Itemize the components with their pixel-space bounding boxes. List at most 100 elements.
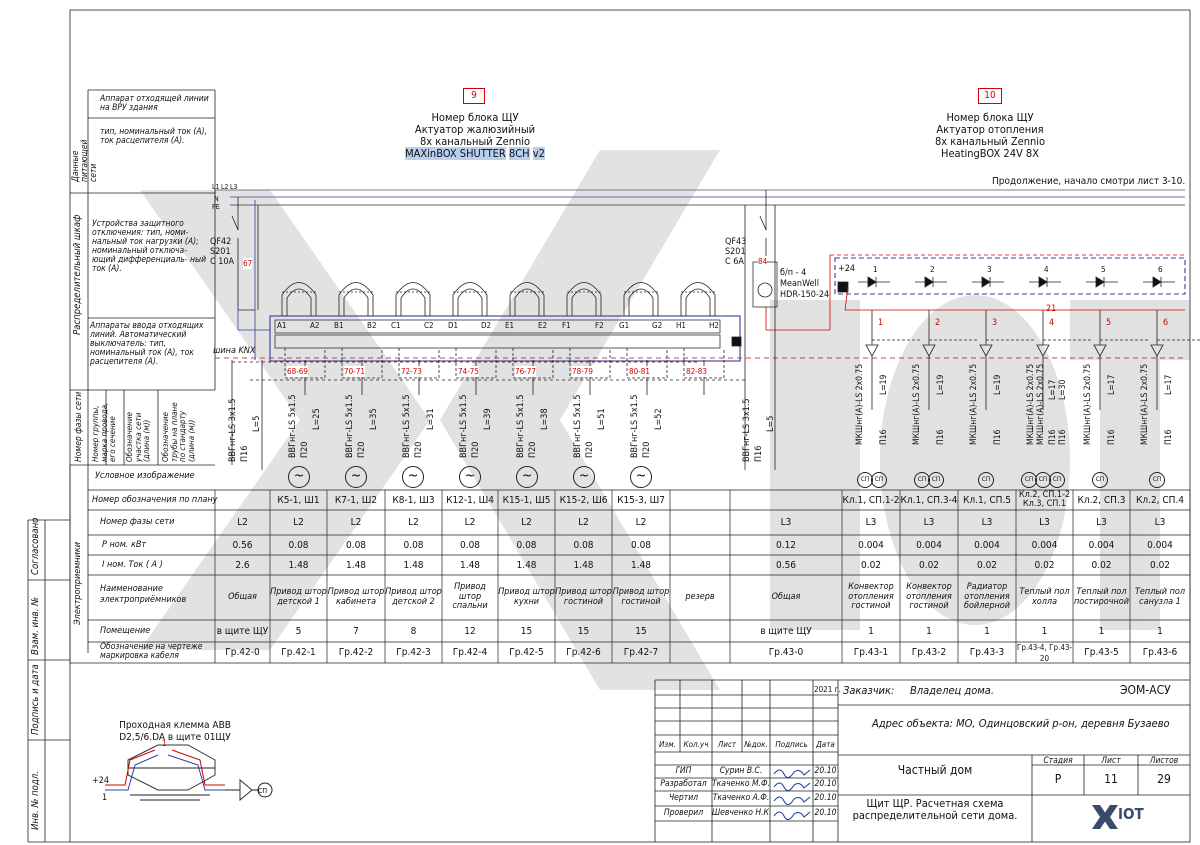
stamp-person-2-role: Чертил [668, 793, 699, 803]
terminal-sp: СП [258, 787, 268, 795]
block-9-line3: 8х канальный Zennio [419, 135, 531, 148]
stamp-person-0-date: 20.10 [814, 766, 837, 776]
sp-symbol-4-0: СП [1092, 472, 1108, 488]
table-cell-room-4: 12 [464, 625, 476, 637]
table-cell-i-9: 0.56 [775, 559, 797, 571]
table-cell-name-15: Теплый пол санузла 1 [1134, 587, 1186, 607]
table-cell-p-8 [670, 535, 730, 555]
stamp-project: Частный дом [897, 763, 973, 777]
block-9-title: Номер блока ЩУ Актуатор жалюзийный 8х ка… [370, 112, 580, 160]
heating-arrow-0 [865, 344, 879, 357]
side-cabinet: Распределительный шкаф [72, 214, 83, 335]
table-cell-room-12: 1 [984, 625, 990, 637]
diode-icon-0 [867, 276, 877, 288]
actuator-port-D2: D2 [481, 321, 492, 330]
stamp-code: ЭОМ-АСУ [1120, 683, 1171, 697]
stamp-logo-x-icon [1092, 805, 1118, 829]
table-cell-p-5: 0.08 [516, 539, 537, 551]
table-cell-plan-8 [670, 490, 730, 510]
table-cell-phase-12: L3 [981, 517, 993, 528]
wire-number-3: 74-75 [458, 366, 479, 377]
table-cell-mark-10: Гр.43-1 [853, 647, 889, 658]
stamp-person-3-name: Шевченко Н.К. [712, 808, 772, 818]
row-room-label: Помещение [100, 626, 151, 636]
heating-red-2: 3 [992, 318, 998, 328]
side-sign-date: Подпись и дата [30, 664, 41, 735]
table-cell-plan-14: Кл.2, СП.3 [1077, 494, 1126, 506]
table-cell-phase-13: L3 [1039, 517, 1050, 528]
actuator-loop-1 [338, 282, 374, 316]
actuator-loop-inner-5 [571, 288, 597, 316]
actuator-port-E1: E1 [505, 321, 515, 330]
table-cell-name-13: Теплый пол холла [1019, 587, 1070, 607]
table-cell-mark-12: Гр.43-3 [969, 647, 1005, 658]
heat-cable-1-len-a: L=19 [936, 374, 946, 395]
table-cell-name-5: Привод штор кухни [498, 587, 555, 607]
table-cell-mark-11: Гр.43-2 [911, 647, 947, 658]
stamp-person-3-role: Проверил [663, 808, 704, 818]
actuator-port-F1: F1 [562, 321, 571, 330]
table-cell-plan-11: Кл.1, СП.3-4 [900, 494, 958, 506]
table-cell-room-10: 1 [868, 625, 874, 637]
shutter-cable-2-pipe: П20 [414, 441, 424, 458]
side-phase: Номер фазы сети [74, 391, 84, 462]
stamp-person-1-date: 20.10 [814, 779, 837, 789]
motor-symbol-4: ~ [516, 466, 538, 488]
stamp-customer-label: Заказчик: [843, 684, 895, 697]
heat-cable-4-pipe-a: П16 [1107, 429, 1117, 445]
table-cell-phase-0: L2 [237, 517, 248, 528]
stamp-address: Адрес объекта: МО, Одинцовский р-он, дер… [872, 717, 1170, 730]
block-9-line2: Актуатор жалюзийный [414, 123, 536, 136]
stamp-head-2: Лист [717, 740, 737, 749]
table-cell-p-13: 0.004 [1031, 539, 1058, 551]
side-agreed: Согласовано [30, 517, 41, 575]
table-cell-room-7: 15 [635, 625, 647, 637]
heating-red-5: 6 [1163, 318, 1169, 328]
signature-2 [773, 796, 811, 805]
stamp-person-1-name: Ткаченко М.Ф. [712, 779, 770, 789]
table-cell-room-13: 1 [1041, 625, 1048, 637]
heating-red-3: 4 [1049, 318, 1055, 328]
stamp-head-3: №док. [744, 740, 768, 749]
motor-symbol-0: ~ [288, 466, 310, 488]
psu-model: HDR-150-24 [780, 290, 830, 300]
table-cell-name-10: Конвектор отопления гостиной [848, 582, 894, 612]
block-10-line2: Актуатор отопления [936, 123, 1044, 136]
heating-arrow-2 [979, 344, 993, 357]
table-cell-plan-9 [730, 490, 842, 510]
heat-cable-2-pipe-a: П16 [993, 429, 1003, 445]
heat-cable-2-type: МКШнг(А)-LS 2х0.75 [969, 363, 979, 445]
block-9-version: v2 [532, 147, 545, 160]
table-cell-plan-1: К5-1, Ш1 [277, 494, 320, 506]
terminal-title: Проходная клемма ABB D2,5/6.DA в щите 01… [105, 720, 245, 744]
shutter-cable-3-pipe: П20 [471, 441, 481, 458]
psu-brand: MeanWell [780, 279, 820, 289]
cable-43-c2: П16 [754, 445, 764, 462]
table-cell-plan-12: Кл.1, СП.5 [962, 494, 1012, 506]
side-breakers: Аппараты ввода отходящих линий. Автомати… [90, 321, 204, 367]
table-cell-mark-2: Гр.42-2 [338, 647, 374, 658]
actuator-port-D1: D1 [448, 321, 459, 330]
qf43-name: QF43 [725, 237, 747, 247]
table-cell-name-1: Привод штор детской 1 [270, 587, 327, 607]
table-cell-room-5: 15 [520, 625, 533, 637]
table-cell-i-2: 1.48 [345, 559, 367, 571]
shutter-cable-0-len: L=25 [312, 408, 322, 430]
table-cell-p-9: 0.12 [775, 539, 797, 551]
table-cell-p-7: 0.08 [630, 539, 652, 551]
table-cell-i-11: 0.02 [918, 559, 940, 571]
side-replace-inv: Взам. инв. № [30, 596, 41, 655]
diode-icon-4 [1095, 276, 1105, 288]
table-cell-room-9: в щите ЩУ [760, 625, 812, 637]
block-10-line1: Номер блока ЩУ [946, 111, 1034, 124]
stamp-sheets: 29 [1157, 772, 1171, 786]
terminal-one: 1 [102, 793, 108, 803]
table-cell-i-6: 1.48 [573, 559, 594, 571]
table-cell-p-6: 0.08 [573, 539, 594, 551]
actuator-port-G2: G2 [652, 321, 663, 330]
table-cell-p-3: 0.08 [403, 539, 424, 551]
actuator-loop-4 [509, 282, 545, 316]
heat-cable-3-pipe-b: П16 [1058, 429, 1068, 445]
table-cell-phase-8 [670, 510, 730, 535]
